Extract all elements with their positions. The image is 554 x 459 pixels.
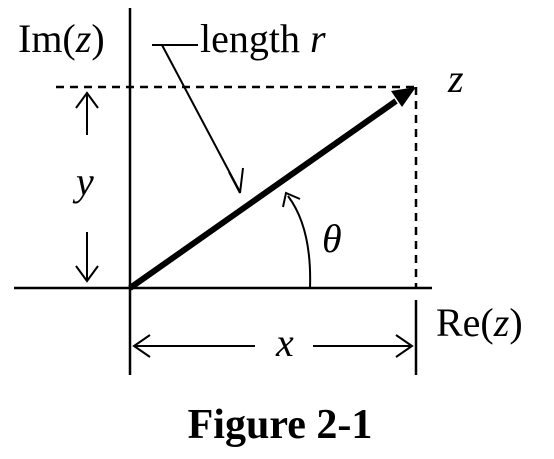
vector-r — [128, 98, 398, 291]
length-pointer-head — [228, 167, 244, 194]
imaginary-axis-label: Im(z) — [18, 16, 105, 61]
point-z-label: z — [447, 56, 464, 101]
y-arrow-head-bottom — [75, 265, 99, 283]
y-label: y — [72, 159, 94, 204]
length-r-label: length r — [200, 16, 326, 61]
length-pointer-diagonal — [161, 44, 241, 193]
y-arrow-head-top — [75, 91, 99, 109]
x-arrow-head-right — [395, 334, 414, 358]
theta-label: θ — [322, 216, 342, 261]
x-label: x — [275, 320, 294, 365]
theta-arc-head — [282, 191, 301, 208]
vector-r-arrowhead — [391, 87, 416, 107]
theta-arc — [287, 195, 312, 289]
real-axis-label: Re(z) — [436, 300, 523, 345]
x-arrow-head-left — [132, 334, 151, 358]
figure-caption: Figure 2-1 — [188, 402, 373, 448]
